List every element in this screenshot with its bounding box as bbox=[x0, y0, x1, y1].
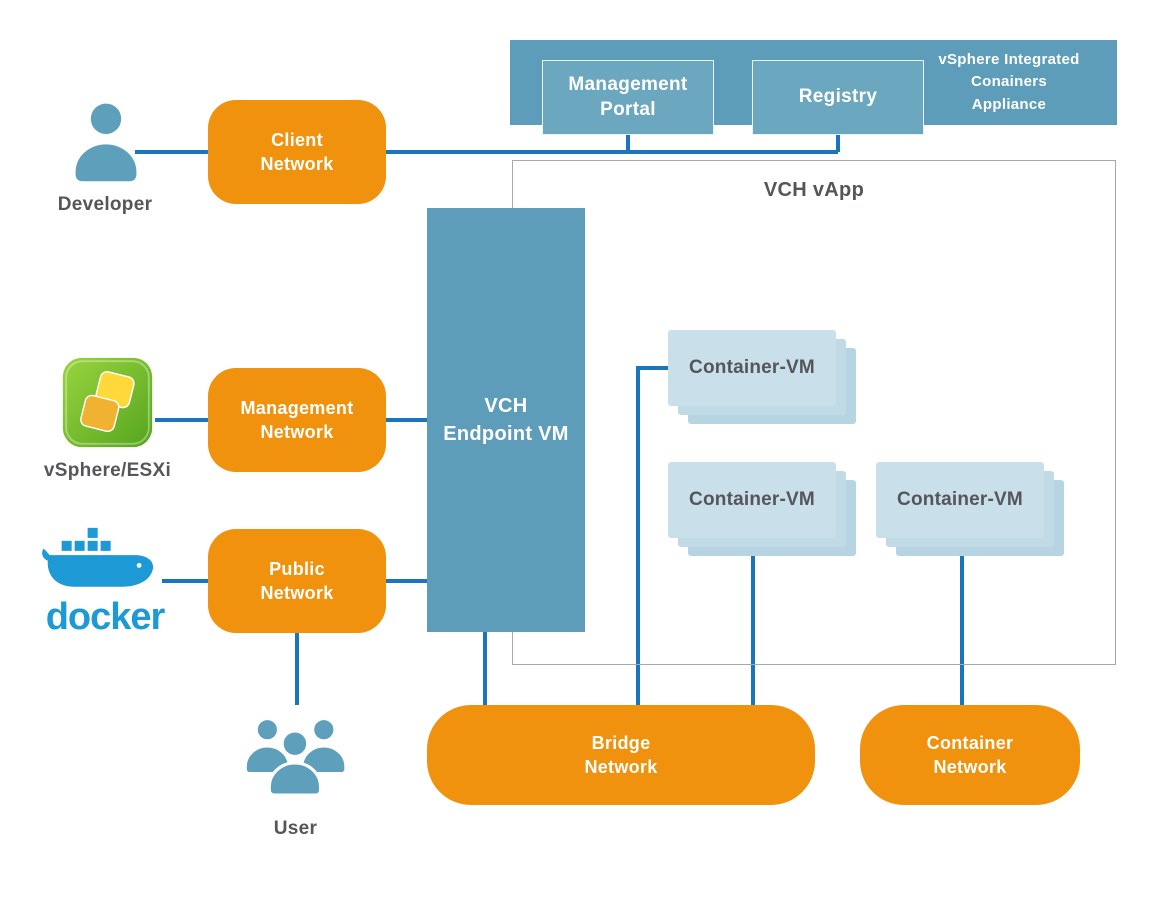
container-vm-label: Container-VM bbox=[876, 462, 1044, 538]
vch-endpoint-vm: VCH Endpoint VM bbox=[427, 208, 585, 632]
container-vm-stack-1: Container-VM bbox=[668, 330, 856, 424]
client-network-node: Client Network bbox=[208, 100, 386, 204]
appliance-title: vSphere Integrated Conainers Appliance bbox=[938, 50, 1080, 113]
container-vm-label: Container-VM bbox=[668, 330, 836, 406]
docker-wordmark: docker bbox=[45, 596, 166, 638]
vsphere-esxi-icon bbox=[62, 357, 153, 448]
container-vm-stack-3: Container-VM bbox=[876, 462, 1064, 556]
management-portal-box: Management Portal bbox=[542, 60, 714, 135]
bridge-network-node: Bridge Network bbox=[427, 705, 815, 805]
container-network-node: Container Network bbox=[860, 705, 1080, 805]
management-network-node: Management Network bbox=[208, 368, 386, 472]
developer-caption: Developer bbox=[57, 194, 153, 215]
container-vm-stack-2: Container-VM bbox=[668, 462, 856, 556]
developer-icon bbox=[75, 103, 137, 182]
line-client-appliance bbox=[386, 135, 840, 154]
docker-whale-icon bbox=[42, 526, 154, 587]
line-bridge-containervm1 bbox=[636, 366, 668, 707]
registry-box: Registry bbox=[752, 60, 924, 135]
vsphere-esxi-caption: vSphere/ESXi bbox=[43, 460, 172, 481]
public-network-node: Public Network bbox=[208, 529, 386, 633]
user-group-icon bbox=[244, 717, 348, 797]
container-vm-label: Container-VM bbox=[668, 462, 836, 538]
vch-vapp-title: VCH vApp bbox=[763, 179, 865, 201]
user-caption: User bbox=[273, 818, 318, 839]
